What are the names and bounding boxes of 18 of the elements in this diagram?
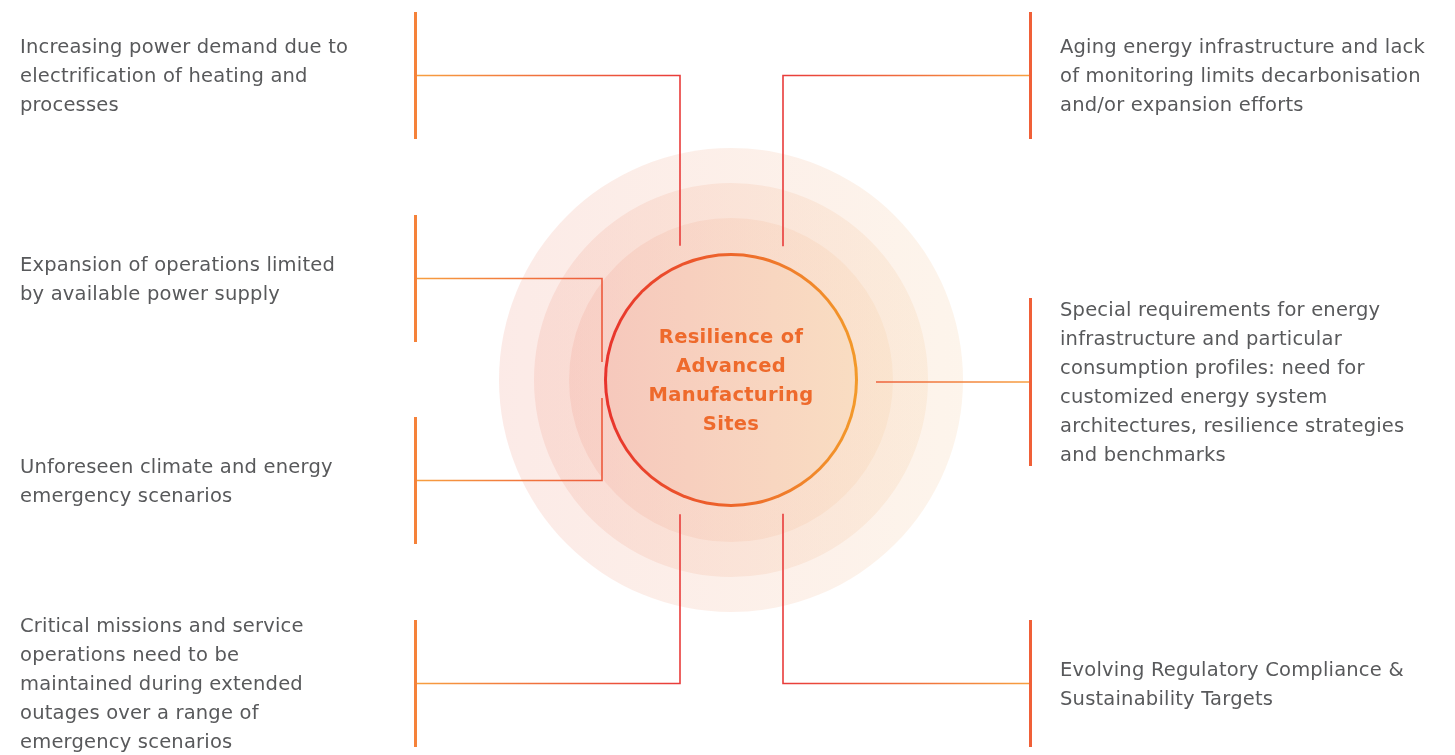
challenge-text: Special requirements for energy infrastructure and particular consumption profiles: need for customized energy system architectures, resilience strategies and benchmarks — [1060, 297, 1406, 468]
challenge-text: Evolving Regulatory Compliance & Sustainability Targets — [1060, 656, 1405, 712]
connector-line — [782, 513, 1032, 685]
connector-line — [414, 513, 681, 685]
connector-line — [782, 74, 1032, 247]
challenge-text: Critical missions and service operations need to be maintained during extended outages over a range of emergency scenarios — [20, 613, 305, 755]
challenge-text: Unforeseen climate and energy emergency scenarios — [20, 453, 334, 509]
challenge-text: Aging energy infrastructure and lack of monitoring limits decarbonisation and/or expansion efforts — [1060, 34, 1425, 118]
text-block-with-bar — [20, 12, 417, 139]
challenge-text: Expansion of operations limited by available power supply — [20, 251, 337, 307]
connector-line — [414, 277, 603, 363]
text-block-with-bar — [20, 417, 417, 544]
text-block-with-bar — [20, 215, 417, 342]
connector-line — [414, 74, 681, 247]
challenge-text: Increasing power demand due to electrification of heating and processes — [20, 34, 350, 118]
connector-line — [875, 381, 1032, 383]
connector-line — [414, 397, 603, 482]
center-title: Resilience of Advanced Manufacturing Sites — [647, 324, 815, 437]
